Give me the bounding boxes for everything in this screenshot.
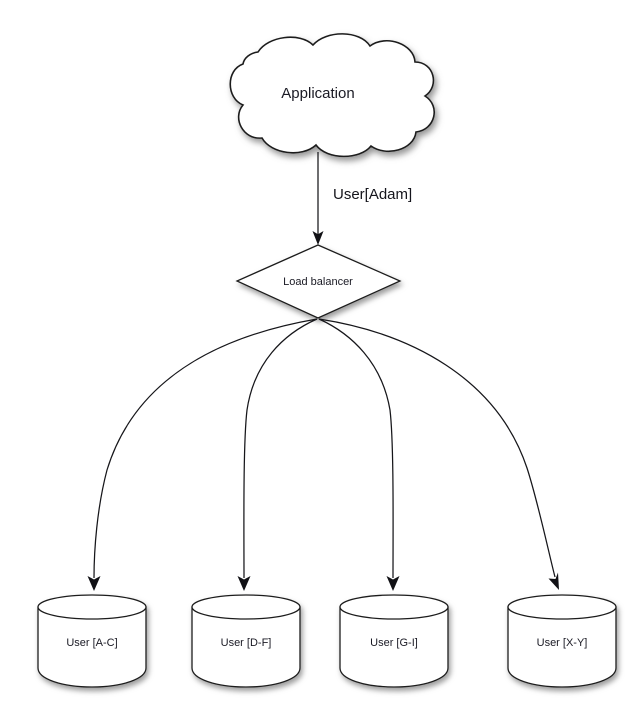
node-database-4[interactable]: User [X-Y] — [507, 594, 617, 688]
database-4-label: User [X-Y] — [537, 637, 588, 649]
edge-balancer-to-db-1[interactable] — [87, 318, 318, 591]
database-2-body — [191, 606, 301, 688]
database-1-label: User [A-C] — [66, 637, 117, 649]
edge-balancer-to-db-4-path — [318, 318, 556, 578]
node-load-balancer-diamond[interactable]: Load balancer — [235, 244, 402, 319]
edge-cloud-to-balancer-arrowhead — [312, 231, 324, 245]
node-database-1[interactable]: User [A-C] — [37, 594, 147, 688]
edge-balancer-to-db-3-path — [318, 318, 394, 579]
edge-balancer-to-db-2[interactable] — [237, 318, 318, 591]
database-3-label: User [G-I] — [370, 637, 418, 649]
edge-balancer-to-db-1-arrowhead — [87, 576, 101, 591]
database-1-body — [37, 606, 147, 688]
database-3-top — [339, 594, 449, 620]
edge-balancer-to-db-3[interactable] — [318, 318, 400, 591]
diamond-label: Load balancer — [283, 276, 353, 288]
database-4-body — [507, 606, 617, 688]
database-2-top — [191, 594, 301, 620]
database-2-label: User [D-F] — [221, 637, 272, 649]
node-database-3[interactable]: User [G-I] — [339, 594, 449, 688]
database-1-top — [37, 594, 147, 620]
edge-balancer-to-db-4[interactable] — [318, 318, 559, 590]
cloud-label: Application — [281, 85, 354, 102]
cloud-shape — [229, 33, 435, 158]
database-4-top — [507, 594, 617, 620]
diamond-shape — [235, 244, 402, 319]
edge-balancer-to-db-2-path — [243, 318, 318, 579]
database-3-body — [339, 606, 449, 688]
node-application-cloud[interactable]: Application — [229, 33, 435, 158]
edge-label-user-adam: User[Adam] — [333, 186, 412, 203]
edge-balancer-to-db-3-arrowhead — [386, 576, 400, 591]
edge-cloud-to-balancer[interactable]: User[Adam] — [312, 152, 413, 245]
node-database-2[interactable]: User [D-F] — [191, 594, 301, 688]
edge-balancer-to-db-4-arrowhead — [548, 572, 559, 590]
edge-balancer-to-db-2-arrowhead — [237, 576, 251, 591]
edge-balancer-to-db-1-path — [93, 318, 318, 579]
